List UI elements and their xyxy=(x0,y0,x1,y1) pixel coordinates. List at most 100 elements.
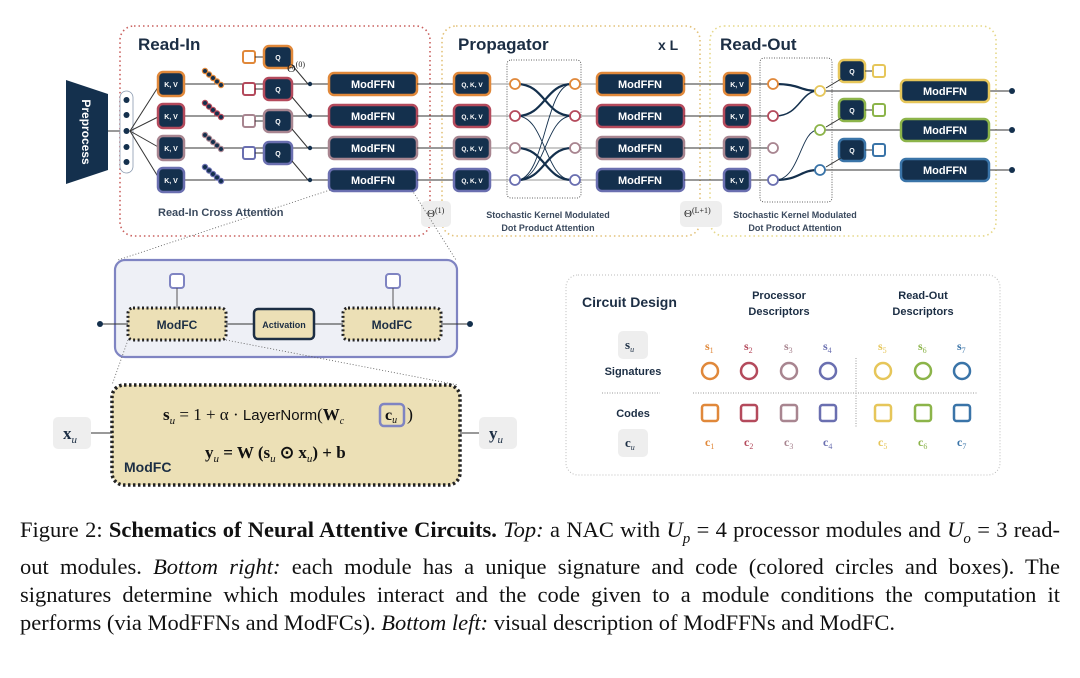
code-square xyxy=(739,403,759,423)
readin-title: Read-In xyxy=(138,35,200,54)
query-label: Q xyxy=(849,69,855,76)
modffn-label: ModFFN xyxy=(618,143,662,155)
signature-node xyxy=(767,142,779,154)
latent-tokens xyxy=(201,163,225,185)
fanout-lines xyxy=(129,83,161,181)
attention-junction xyxy=(307,145,313,151)
theta-L1-label: Θ(L+1) xyxy=(684,206,711,220)
signature-circle xyxy=(700,361,720,381)
activation-block xyxy=(252,307,316,341)
caption-text-2: = 4 processor modules and xyxy=(690,517,948,542)
theta-1-badge xyxy=(421,201,451,227)
nac-schematic-figure: Read-In Propagator x L Read-Out Preproce… xyxy=(53,25,1015,487)
code-square xyxy=(818,403,838,423)
code-symbol: c2 xyxy=(744,435,753,451)
propagator-row: Q, K, V ModFFN xyxy=(452,167,725,193)
kv-label: K, V xyxy=(730,146,744,153)
caption-text-3: = 3 read-out modules. xyxy=(20,517,1060,579)
kv-label: K, V xyxy=(164,146,178,153)
kv-block xyxy=(156,70,186,98)
query-block xyxy=(262,44,294,70)
propagator-subtitle-2: Dot Product Attention xyxy=(501,223,594,233)
circuit-design-title: Circuit Design xyxy=(582,294,677,310)
signature-node xyxy=(509,142,521,154)
modffn-label: ModFFN xyxy=(618,175,662,187)
caption-bottom-right-label: Bottom right: xyxy=(153,553,281,579)
propagator-row: Q, K, V ModFFN xyxy=(452,135,725,161)
kv-label: K, V xyxy=(164,82,178,89)
processor-header-2: Descriptors xyxy=(748,306,809,318)
modffn-detail-in-dot xyxy=(97,321,103,327)
modfc-1-code-box xyxy=(169,273,185,289)
modffn-label: ModFFN xyxy=(351,111,395,123)
code-square xyxy=(873,403,893,423)
readout-frame xyxy=(709,25,997,237)
query-label: Q xyxy=(275,119,281,126)
qkv-label: Q, K, V xyxy=(461,114,483,121)
readout-signature-node xyxy=(814,85,826,97)
yu-label: yu xyxy=(489,424,504,446)
query-block xyxy=(262,108,294,134)
signature-symbol: s6 xyxy=(918,339,927,355)
qkv-block xyxy=(452,71,492,97)
modfc-2-code-box xyxy=(385,273,401,289)
cu-badge xyxy=(618,429,648,457)
signature-symbol: s7 xyxy=(957,339,966,355)
output-dot xyxy=(1009,88,1015,94)
preprocess-label: Preprocess xyxy=(79,99,93,165)
readout-input-row: K, V xyxy=(722,135,768,161)
readout-code-box xyxy=(872,143,886,157)
propagator-connections xyxy=(516,82,573,182)
signature-node xyxy=(509,174,521,186)
modfc-detail-block xyxy=(110,383,462,487)
zoom-line-modfc-left xyxy=(111,339,129,386)
readout-modffn xyxy=(899,117,991,143)
code-box-highlight xyxy=(378,402,406,428)
query-label: Q xyxy=(275,87,281,94)
signature-node xyxy=(569,78,581,90)
kv-block xyxy=(156,102,186,130)
code-square xyxy=(913,403,933,423)
qkv-label: Q, K, V xyxy=(461,146,483,153)
modfc-2-block xyxy=(341,306,443,342)
kv-block xyxy=(722,167,752,193)
query-label: Q xyxy=(275,151,281,158)
output-dot xyxy=(1009,127,1015,133)
readin-row: K, V Q ModFFN xyxy=(156,108,455,162)
signature-symbol: s1 xyxy=(705,339,714,355)
qkv-label: Q, K, V xyxy=(461,178,483,185)
readout-header-1: Read-Out xyxy=(898,290,948,302)
modffn-label: ModFFN xyxy=(351,79,395,91)
theta-L1-badge xyxy=(680,201,722,227)
readout-signature-node xyxy=(814,124,826,136)
attention-junction xyxy=(307,81,313,87)
modffn-label: ModFFN xyxy=(618,111,662,123)
attention-junction xyxy=(307,177,313,183)
su-label: su xyxy=(625,337,634,354)
code-square xyxy=(952,403,972,423)
processor-header-1: Processor xyxy=(752,290,807,302)
modffn-label: ModFFN xyxy=(923,165,967,177)
readout-connections xyxy=(774,82,819,182)
zoom-line-modfc-right xyxy=(225,339,459,386)
modffn-detail-out-dot xyxy=(467,321,473,327)
su-badge xyxy=(618,331,648,359)
readin-frame xyxy=(119,25,431,237)
signature-symbol: s5 xyxy=(878,339,887,355)
signature-symbol: s4 xyxy=(823,339,832,355)
modffn-label: ModFFN xyxy=(923,125,967,137)
signature-node xyxy=(569,110,581,122)
query-label: Q xyxy=(275,55,281,62)
kv-block xyxy=(156,166,186,194)
caption-text-5: visual description of ModFFNs and ModFC. xyxy=(488,609,896,635)
readin-code-box xyxy=(242,146,256,160)
signature-node xyxy=(509,78,521,90)
signature-circle xyxy=(818,361,838,381)
caption-up-var: U xyxy=(666,517,683,542)
equation-1-close: ) xyxy=(407,404,413,425)
readout-code-box xyxy=(872,103,886,117)
signature-node xyxy=(569,174,581,186)
